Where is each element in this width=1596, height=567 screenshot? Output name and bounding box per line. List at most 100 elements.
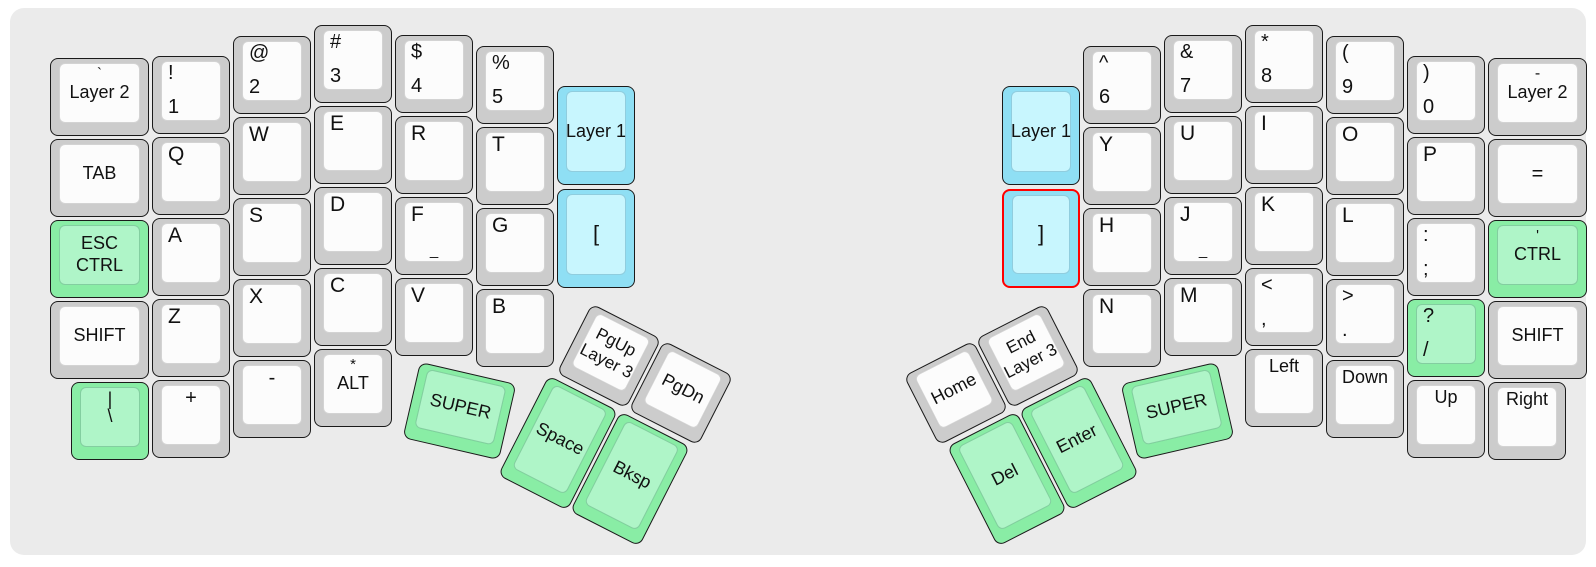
key-v[interactable]: V [395, 278, 473, 356]
key-e[interactable]: E [314, 106, 392, 184]
key-8[interactable]: *8 [1245, 25, 1323, 103]
key-quote-ctrl-label: ' [1536, 227, 1539, 244]
key-6[interactable]: ^6 [1083, 46, 1161, 124]
key-g[interactable]: G [476, 208, 554, 286]
key-l[interactable]: L [1326, 198, 1404, 276]
key-4[interactable]: $4 [395, 35, 473, 113]
key-arrow-left-top: Left [1254, 354, 1314, 414]
key-super-right[interactable]: SUPER [1120, 361, 1235, 461]
key-slash[interactable]: ?/ [1407, 299, 1485, 377]
key-d[interactable]: D [314, 187, 392, 265]
key-x[interactable]: X [233, 279, 311, 357]
key-period-label: . [1342, 319, 1348, 341]
key-9[interactable]: (9 [1326, 36, 1404, 114]
key-b[interactable]: B [476, 289, 554, 367]
key-v-top: V [404, 283, 464, 343]
key-k[interactable]: K [1245, 187, 1323, 265]
key-comma-label: < [1261, 274, 1273, 296]
key-arrow-left[interactable]: Left [1245, 349, 1323, 427]
key-comma-top: <, [1254, 273, 1314, 333]
key-u-label: U [1180, 122, 1196, 145]
key-minus-layer2[interactable]: Layer 2- [1488, 58, 1587, 136]
key-layer1-right[interactable]: Layer 1 [1002, 86, 1080, 185]
key-h-label: H [1099, 214, 1115, 237]
key-j[interactable]: J_ [1164, 197, 1242, 275]
key-semicolon-label: : [1423, 224, 1429, 246]
key-m-label: M [1180, 284, 1198, 307]
key-layer1-left-top: Layer 1 [566, 91, 626, 172]
key-minus[interactable]: - [233, 360, 311, 438]
key-arrow-up[interactable]: Up [1407, 380, 1485, 458]
key-super-left-top: SUPER [414, 368, 507, 446]
key-left-shift[interactable]: SHIFT [50, 301, 149, 379]
key-super-left[interactable]: SUPER [402, 361, 517, 461]
key-u[interactable]: U [1164, 116, 1242, 194]
key-star-alt-top: ALT* [323, 354, 383, 414]
key-quote-ctrl[interactable]: CTRL' [1488, 220, 1587, 298]
key-h-top: H [1092, 213, 1152, 273]
key-left-bracket[interactable]: [ [557, 189, 635, 288]
key-v-label: V [411, 284, 426, 307]
key-tab[interactable]: TAB [50, 139, 149, 217]
key-backtick-layer2[interactable]: Layer 2` [50, 58, 149, 136]
key-c[interactable]: C [314, 268, 392, 346]
key-t[interactable]: T [476, 127, 554, 205]
key-period-label: > [1342, 285, 1354, 307]
key-right-bracket-label: ] [1037, 221, 1045, 247]
key-3-top: #3 [323, 30, 383, 90]
key-j-label: J [1180, 203, 1191, 226]
key-plus[interactable]: + [152, 380, 230, 458]
key-arrow-down[interactable]: Down [1326, 360, 1404, 438]
key-h[interactable]: H [1083, 208, 1161, 286]
key-del-label: Del [988, 459, 1022, 490]
key-pipe-backslash-label: | [107, 389, 113, 409]
key-1[interactable]: !1 [152, 56, 230, 134]
key-equals[interactable]: = [1488, 139, 1587, 217]
key-o[interactable]: O [1326, 117, 1404, 195]
key-s-label: S [249, 204, 264, 227]
key-i[interactable]: I [1245, 106, 1323, 184]
key-pipe-backslash[interactable]: \| [71, 382, 149, 460]
key-s[interactable]: S [233, 198, 311, 276]
key-z-top: Z [161, 304, 221, 364]
key-minus-layer2-label: Layer 2 [1507, 82, 1568, 103]
key-period[interactable]: >. [1326, 279, 1404, 357]
key-f[interactable]: F_ [395, 197, 473, 275]
key-p-label: P [1423, 143, 1438, 166]
key-5[interactable]: %5 [476, 46, 554, 124]
key-a[interactable]: A [152, 218, 230, 296]
key-arrow-right[interactable]: Right [1488, 382, 1566, 460]
key-3[interactable]: #3 [314, 25, 392, 103]
key-j-top: J_ [1173, 202, 1233, 262]
key-f-top: F_ [404, 202, 464, 262]
key-q[interactable]: Q [152, 137, 230, 215]
key-7[interactable]: &7 [1164, 35, 1242, 113]
key-right-shift[interactable]: SHIFT [1488, 301, 1587, 379]
key-star-alt[interactable]: ALT* [314, 349, 392, 427]
key-2-label: 2 [249, 76, 261, 98]
key-esc-ctrl-label: ESC [80, 233, 118, 254]
key-p[interactable]: P [1407, 137, 1485, 215]
key-layer1-left[interactable]: Layer 1 [557, 86, 635, 185]
key-right-bracket[interactable]: ] [1002, 189, 1080, 288]
key-super-right-top: SUPER [1130, 368, 1223, 446]
key-w[interactable]: W [233, 117, 311, 195]
key-semicolon[interactable]: :; [1407, 218, 1485, 296]
key-r[interactable]: R [395, 116, 473, 194]
key-backtick-layer2-top: Layer 2` [59, 63, 140, 123]
key-n[interactable]: N [1083, 289, 1161, 367]
key-y[interactable]: Y [1083, 127, 1161, 205]
key-comma[interactable]: <, [1245, 268, 1323, 346]
key-left-shift-top: SHIFT [59, 306, 140, 366]
key-e-top: E [323, 111, 383, 171]
key-period-top: >. [1335, 284, 1395, 344]
key-z[interactable]: Z [152, 299, 230, 377]
key-2[interactable]: @2 [233, 36, 311, 114]
key-0[interactable]: )0 [1407, 56, 1485, 134]
key-y-label: Y [1099, 133, 1114, 156]
key-space-label: Space [532, 418, 588, 460]
key-m[interactable]: M [1164, 278, 1242, 356]
key-e-label: E [330, 112, 345, 135]
